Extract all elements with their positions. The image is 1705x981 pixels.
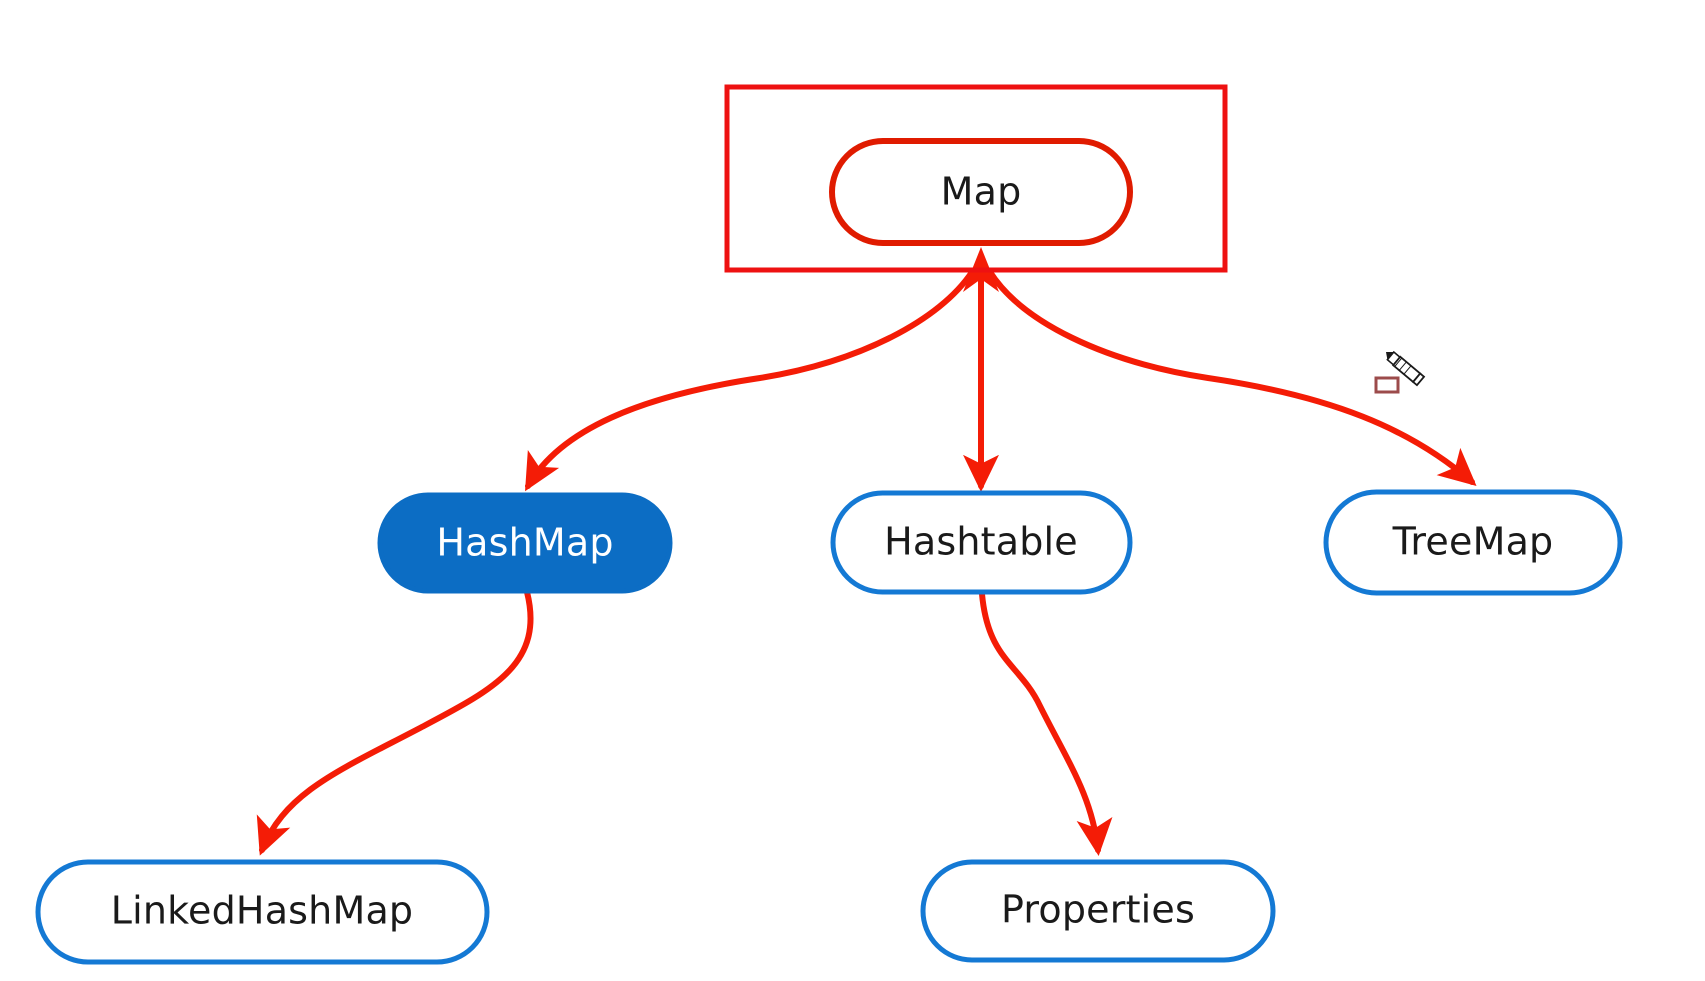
edge-map-hashmap[interactable] [525,269,975,492]
node-hashtable-label: Hashtable [884,520,1078,564]
edge-hashtable-properties[interactable] [979,591,1113,856]
node-linkedhashmap-shape[interactable] [35,859,490,965]
pencil-icon [1386,350,1426,387]
node-map[interactable]: Map [829,138,1133,246]
node-treemap[interactable]: TreeMap [1323,489,1623,596]
node-treemap-shape[interactable] [1323,489,1623,596]
node-hashmap-shape[interactable] [377,492,673,594]
node-hashmap-label: HashMap [436,521,613,565]
node-properties-shape[interactable] [920,859,1276,963]
selection-rectangle[interactable] [724,84,1228,273]
node-hashtable-shape[interactable] [830,490,1133,595]
node-treemap-label: TreeMap [1392,520,1554,564]
node-properties-label: Properties [1001,888,1195,932]
node-properties[interactable]: Properties [920,859,1276,963]
pencil-cursor [1374,350,1426,394]
node-linkedhashmap-label: LinkedHashMap [111,889,414,933]
edge-map-treemap[interactable] [987,269,1477,486]
cursor-marker-rect [1374,376,1400,394]
node-hashmap[interactable]: HashMap [377,492,673,594]
node-map-shape[interactable] [829,138,1133,246]
node-linkedhashmap[interactable]: LinkedHashMap [35,859,490,965]
node-map-label: Map [941,170,1022,214]
edge-hashmap-linkedhashmap[interactable] [256,589,534,856]
nodes-layer: Map HashMap Hashtable TreeMap LinkedHash… [35,138,1623,965]
edges-layer [256,247,1477,856]
node-hashtable[interactable]: Hashtable [830,490,1133,595]
